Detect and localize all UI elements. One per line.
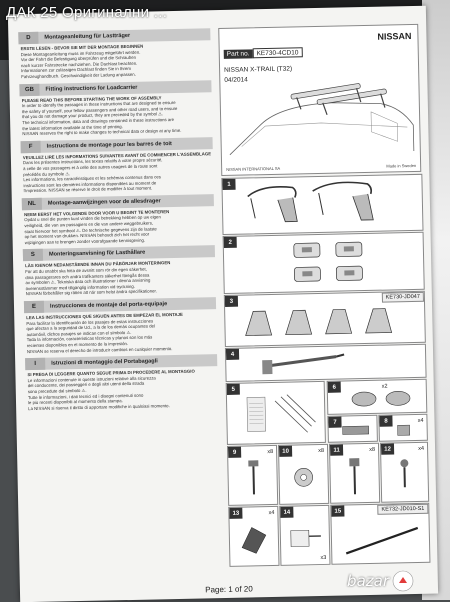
screw-icon bbox=[349, 458, 360, 495]
section-code: F bbox=[20, 140, 41, 153]
step-7: 7 bbox=[327, 414, 378, 443]
bolt-icon bbox=[248, 460, 259, 495]
section-code: I bbox=[25, 357, 46, 371]
step-8: 8 x4 bbox=[378, 413, 428, 442]
section-code: NL bbox=[21, 197, 42, 211]
step-number: 8 bbox=[379, 415, 393, 427]
step-number: 7 bbox=[328, 416, 342, 428]
brand-logo: NISSAN bbox=[377, 30, 412, 42]
end-cap-icon bbox=[397, 424, 411, 436]
part-value: KE730-4CD10 bbox=[252, 47, 303, 59]
step-number: 12 bbox=[380, 443, 395, 455]
step-12: 12 x4 bbox=[379, 441, 430, 503]
step-number: 15 bbox=[331, 505, 345, 517]
quantity-label: x3 bbox=[320, 554, 327, 562]
washer-icon bbox=[294, 468, 313, 487]
step-number: 5 bbox=[226, 383, 240, 395]
rubber-strip-icon bbox=[345, 526, 419, 555]
rubber-pads-icon bbox=[351, 391, 411, 407]
step-11: 11 x8 bbox=[328, 442, 381, 504]
roof-bars-icon bbox=[247, 181, 374, 223]
step-4: 4 bbox=[224, 343, 427, 382]
step-5: 5 bbox=[225, 380, 326, 445]
step-3: 3 KE730-JD047 bbox=[223, 290, 426, 347]
header-box: NISSAN Part no.KE730-4CD10 NISSAN X-TRAI… bbox=[218, 23, 422, 177]
diagram-column: NISSAN Part no.KE730-4CD10 NISSAN X-TRAI… bbox=[218, 23, 431, 567]
screw-short-icon bbox=[400, 459, 409, 488]
section-code: S bbox=[22, 249, 44, 262]
kit-number: KE730-JD047 bbox=[381, 291, 424, 303]
watermark: bazar bbox=[347, 570, 414, 592]
mounting-feet-icon bbox=[245, 308, 393, 336]
step-14: 14 x3 bbox=[279, 504, 331, 566]
listing-title[interactable]: ДАК 25 Оригинални ... bbox=[6, 4, 168, 21]
bazar-logo-icon bbox=[392, 570, 414, 592]
torque-key-icon bbox=[262, 353, 345, 375]
company-name: NISSAN INTERNATIONAL SA bbox=[226, 165, 281, 172]
step-number: 3 bbox=[224, 295, 239, 307]
step-number: 13 bbox=[229, 507, 243, 519]
section-code: GB bbox=[19, 83, 40, 96]
step-6: 6 x2 bbox=[326, 378, 428, 415]
vehicle-model: NISSAN X-TRAIL (T32) bbox=[224, 65, 293, 74]
made-in: Made in Sweden bbox=[386, 162, 417, 169]
step-10: 10 x8 bbox=[277, 443, 330, 505]
step-2: 2 bbox=[222, 231, 425, 294]
watermark-text: bazar bbox=[347, 572, 389, 590]
foot-pads-icon bbox=[293, 241, 363, 282]
kit-number: KE732-JD010-S1 bbox=[377, 503, 429, 515]
bracket-icon bbox=[342, 425, 370, 435]
step-number: 4 bbox=[225, 348, 240, 360]
step-1: 1 bbox=[221, 173, 424, 235]
step-9: 9 x8 bbox=[226, 444, 279, 506]
step-number: 9 bbox=[227, 446, 242, 458]
quantity-label: x4 bbox=[417, 417, 424, 424]
steps-grid: 1 2 bbox=[221, 173, 431, 570]
step-number: 2 bbox=[223, 236, 237, 248]
quantity-label: x8 bbox=[267, 448, 274, 456]
section-code: E bbox=[23, 300, 45, 314]
car-roof-rack-illustration bbox=[229, 83, 415, 156]
step-15: 15 KE732-JD010-S1 bbox=[330, 502, 431, 565]
quantity-label: x8 bbox=[369, 446, 376, 453]
section-code: D bbox=[18, 31, 39, 45]
quantity-label: x4 bbox=[268, 509, 275, 517]
step-number: 11 bbox=[329, 444, 344, 456]
step-13: 13 x4 bbox=[228, 505, 280, 567]
instruction-booklet-icon bbox=[246, 394, 316, 433]
step-number: 1 bbox=[222, 178, 236, 190]
step-number: 10 bbox=[278, 445, 293, 457]
quantity-label: x8 bbox=[318, 447, 325, 455]
step-number: 6 bbox=[327, 381, 341, 393]
part-label: Part no. bbox=[223, 48, 253, 59]
step-number: 14 bbox=[280, 506, 294, 518]
key-icon bbox=[290, 529, 321, 547]
quantity-label: x2 bbox=[381, 383, 388, 390]
clamp-icon bbox=[241, 527, 267, 554]
issue-date: 04/2014 bbox=[224, 76, 248, 84]
quantity-label: x4 bbox=[418, 445, 425, 452]
part-number: Part no.KE730-4CD10 bbox=[223, 47, 303, 59]
